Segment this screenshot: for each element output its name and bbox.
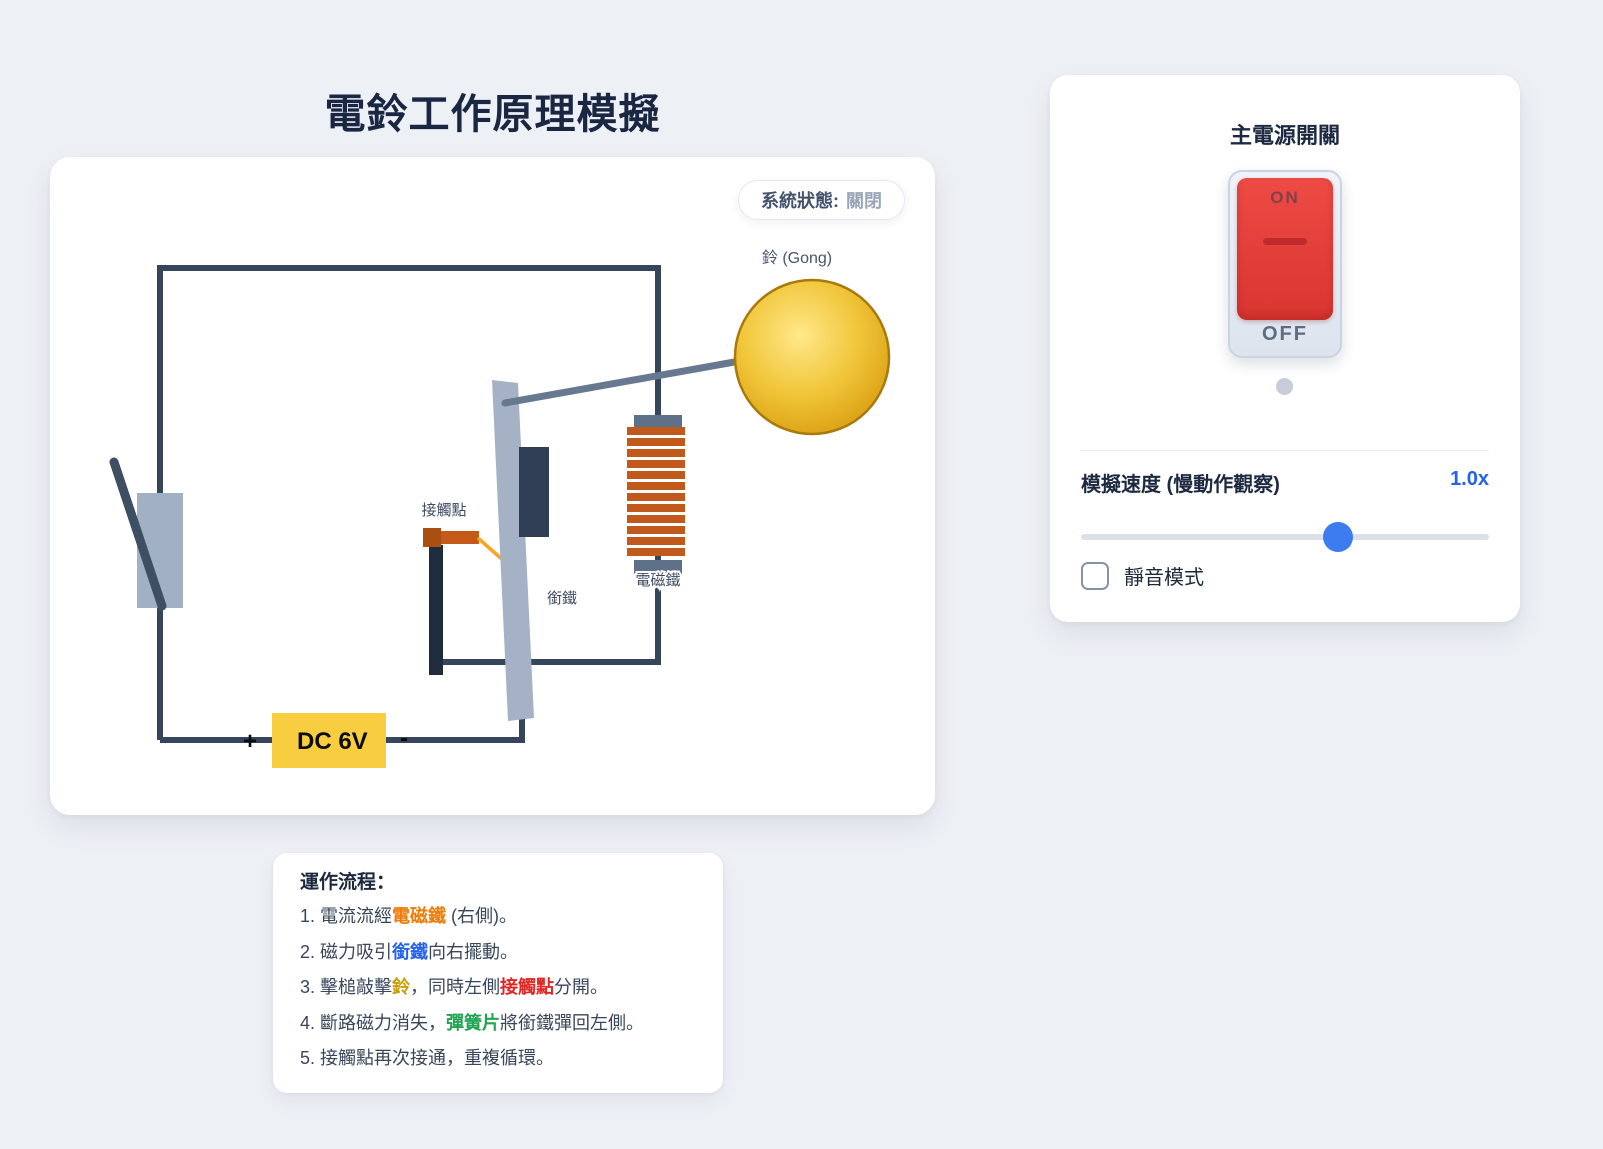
gong-label: 鈴 (Gong): [762, 249, 832, 267]
power-rocker[interactable]: ON: [1237, 178, 1333, 320]
gong-bell: [733, 278, 891, 436]
mute-row: 靜音模式: [1081, 561, 1204, 590]
system-status-badge: 系統狀態: 關閉: [738, 180, 905, 220]
electromagnet-label: 電磁鐵: [635, 571, 680, 589]
instruction-step-5: 5. 接觸點再次接通，重複循環。: [300, 1041, 723, 1077]
mute-label: 靜音模式: [1124, 567, 1204, 589]
step-text: 4. 斷路磁力消失，: [300, 1012, 447, 1033]
spring-switch-lever: [109, 457, 167, 611]
battery-plus-sign: +: [243, 728, 257, 755]
highlight-contact: 接觸點: [500, 977, 555, 997]
step-text: (右側)。: [446, 906, 518, 926]
speed-label: 模擬速度 (慢動作觀察): [1081, 474, 1280, 496]
mute-checkbox[interactable]: [1081, 561, 1109, 590]
highlight-spring: 彈簧片: [446, 1012, 501, 1033]
status-label: 系統狀態:: [761, 191, 839, 211]
page-title: 電鈴工作原理模擬: [324, 91, 661, 137]
instruction-step-3: 3. 擊槌敲擊鈴，同時左側接觸點分開。: [300, 970, 723, 1006]
main-power-switch[interactable]: ON OFF: [1228, 170, 1342, 358]
simulation-canvas-card: 系統狀態: 關閉 DC 6V + -: [50, 157, 935, 815]
step-text: 5. 接觸點再次接通，重複循環。: [300, 1048, 555, 1068]
armature: [492, 380, 534, 721]
highlight-electromagnet: 電磁鐵: [392, 906, 447, 926]
instruction-step-4: 4. 斷路磁力消失，彈簧片將銜鐵彈回左側。: [300, 1006, 723, 1042]
power-on-label: ON: [1270, 188, 1300, 207]
contact-point-label: 接觸點: [421, 502, 466, 519]
step-text: 3. 擊槌敲擊: [300, 977, 393, 997]
speed-slider-thumb[interactable]: [1323, 522, 1353, 552]
step-text: ，同時左側: [410, 977, 501, 997]
speed-slider-track[interactable]: [1081, 534, 1489, 540]
step-text: 向右擺動。: [428, 941, 519, 962]
power-off-label: OFF: [1262, 323, 1308, 345]
spring-contact-wire: [477, 537, 506, 563]
instructions-card: 運作流程： 1. 電流流經電磁鐵 (右側)。 2. 磁力吸引銜鐵向右擺動。 3.…: [273, 853, 723, 1093]
power-indicator-dot: [1276, 378, 1293, 395]
instructions-title: 運作流程：: [300, 872, 396, 893]
circuit-diagram: DC 6V + -: [109, 249, 891, 768]
highlight-armature: 銜鐵: [392, 941, 429, 962]
speed-value: 1.0x: [1450, 468, 1489, 490]
contact-tip: [423, 528, 441, 547]
electromagnet-coil: [627, 427, 685, 556]
hammer-rod: [501, 357, 744, 407]
contact-post: [429, 545, 443, 675]
panel-divider: [1081, 450, 1489, 451]
power-dash-mark: [1263, 238, 1307, 245]
battery-label: DC 6V: [297, 728, 368, 755]
armature-label: 銜鐵: [547, 589, 577, 607]
instruction-step-1: 1. 電流流經電磁鐵 (右側)。: [300, 899, 723, 935]
electromagnet-core-bottom: [634, 560, 682, 574]
power-switch-title: 主電源開關: [1229, 123, 1340, 148]
highlight-bell: 鈴: [392, 977, 411, 997]
step-text: 將銜鐵彈回左側。: [500, 1012, 645, 1033]
armature-iron-plate: [519, 447, 549, 537]
step-text: 2. 磁力吸引: [300, 941, 393, 962]
electromagnet-core-top: [634, 415, 682, 428]
step-text: 1. 電流流經: [300, 906, 393, 926]
circuit-wires: [157, 265, 661, 743]
instruction-step-2: 2. 磁力吸引銜鐵向右擺動。: [300, 935, 723, 971]
control-panel: 主電源開關 ON OFF 模擬速度 (慢動作觀察) 1.0x 靜音模式: [1050, 75, 1520, 622]
battery: [272, 713, 386, 768]
battery-minus-sign: -: [400, 725, 408, 752]
status-value: 關閉: [846, 191, 882, 211]
step-text: 分開。: [554, 977, 609, 997]
